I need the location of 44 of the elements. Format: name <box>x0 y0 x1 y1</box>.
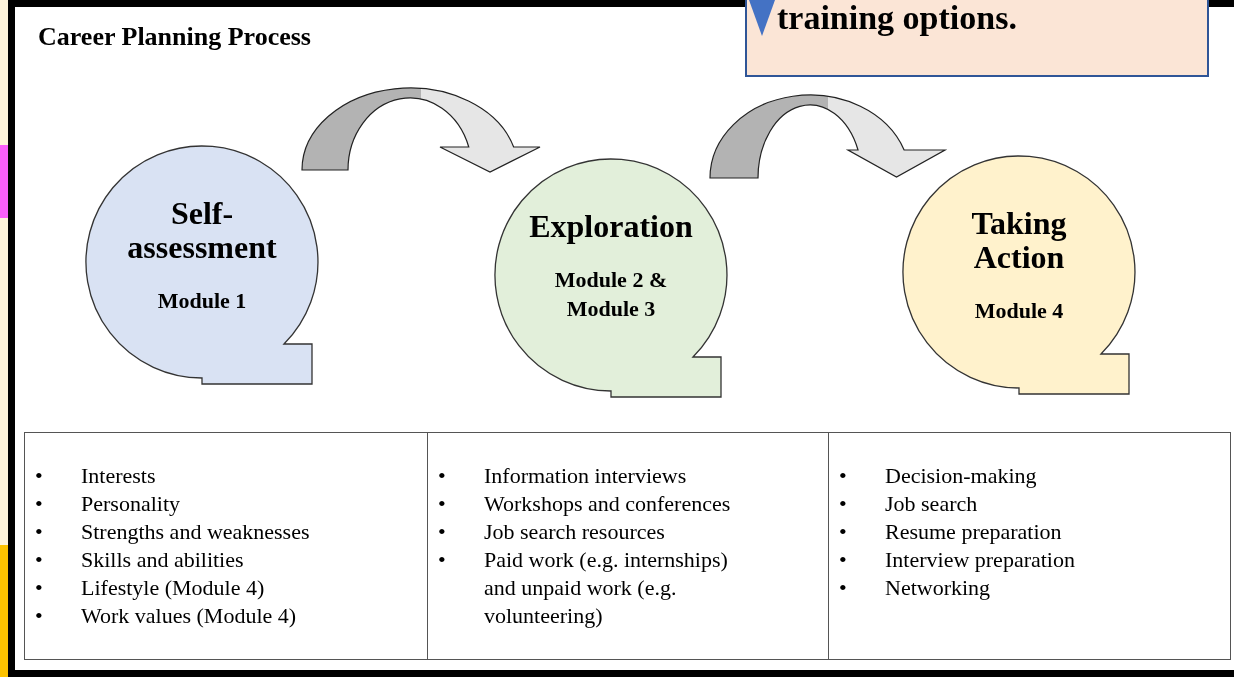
bullet: • <box>35 462 44 490</box>
list-item: Interests <box>81 462 156 490</box>
callout-box <box>745 0 1209 77</box>
bullet: • <box>438 546 447 574</box>
bullet: • <box>839 546 848 574</box>
list-panel <box>24 432 428 660</box>
stage-heading: Exploration <box>528 209 694 243</box>
list-item: Information interviews <box>484 462 687 490</box>
list-item: Work values (Module 4) <box>81 602 297 630</box>
bullet: • <box>35 574 44 602</box>
list-panel <box>828 432 1231 660</box>
list-item: Interview preparation <box>885 546 1075 574</box>
curved-block-arrow <box>301 87 541 173</box>
list-item: Lifestyle (Module 4) <box>81 574 265 602</box>
bullet: • <box>839 574 848 602</box>
module-label: Module 4 <box>973 297 1065 325</box>
list-item: Job search resources <box>484 518 665 546</box>
list-item: Workshops and conferences <box>484 490 731 518</box>
list-item: Strengths and weaknesses <box>81 518 310 546</box>
list-item: Decision-making <box>885 462 1037 490</box>
stage-heading: Taking Action <box>970 206 1068 274</box>
bullet: • <box>35 546 44 574</box>
list-item: Personality <box>81 490 180 518</box>
bullet: • <box>438 518 447 546</box>
diagram-title: Career Planning Process <box>38 21 311 53</box>
list-item: Networking <box>885 574 991 602</box>
bullet: • <box>438 490 447 518</box>
callout-text: training options. <box>777 0 1017 36</box>
list-item: Skills and abilities <box>81 546 244 574</box>
stage-heading: Self- assessment <box>126 196 278 264</box>
curved-block-arrow <box>709 94 946 179</box>
bullet: • <box>35 518 44 546</box>
bullet: • <box>839 518 848 546</box>
bullet: • <box>839 490 848 518</box>
bullet: • <box>438 462 447 490</box>
list-item: Job search <box>885 490 978 518</box>
list-panel <box>427 432 829 660</box>
module-label: Module 2 & Module 3 <box>553 266 669 323</box>
list-item: Resume preparation <box>885 518 1062 546</box>
bullet: • <box>839 462 848 490</box>
module-label: Module 1 <box>156 287 248 315</box>
bullet: • <box>35 490 44 518</box>
list-item: Paid work (e.g. internships) and unpaid work (e.g. volunteering) <box>484 546 729 630</box>
bullet: • <box>35 602 44 630</box>
